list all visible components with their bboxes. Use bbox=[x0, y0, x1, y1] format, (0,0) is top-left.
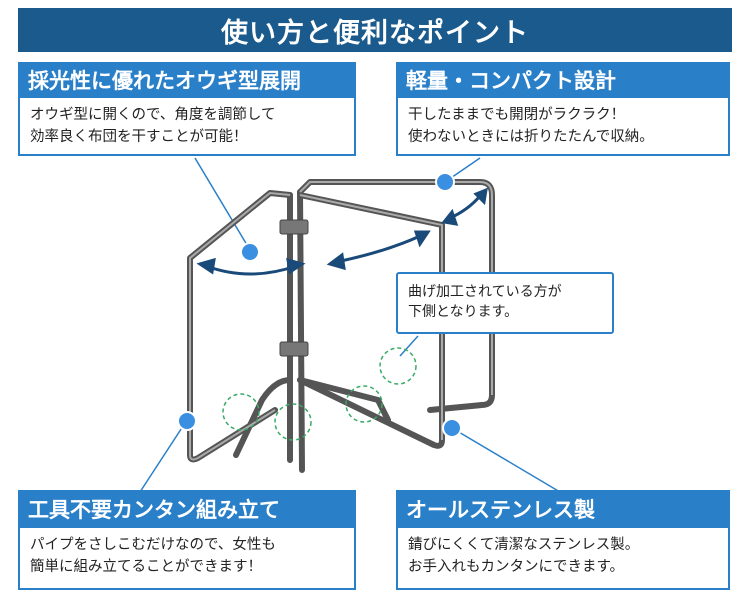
feature-heading: 軽量・コンパクト設計 bbox=[398, 64, 728, 98]
point-dot-tl bbox=[240, 242, 260, 262]
feature-text-line: お手入れもカンタンにできます。 bbox=[408, 559, 625, 575]
swing-arrow-right bbox=[449, 195, 482, 220]
joint-lower bbox=[279, 341, 309, 357]
feature-box-fan-opening: 採光性に優れたオウギ型展開 オウギ型に開くので、角度を調節して 効率良く布団を干… bbox=[18, 62, 356, 156]
feature-heading: オールステンレス製 bbox=[398, 492, 728, 528]
feature-text-line: 効率良く布団を干すことが可能！ bbox=[30, 129, 248, 145]
feature-box-stainless: オールステンレス製 錆びにくくて清潔なステンレス製。 お手入れもカンタンにできま… bbox=[396, 490, 730, 590]
bend-note-callout: 曲げ加工されている方が 下側となります。 bbox=[396, 272, 614, 334]
feature-heading: 工具不要カンタン組み立て bbox=[20, 492, 354, 528]
feature-text-line: 簡単に組み立てることができます！ bbox=[30, 559, 262, 575]
bend-marker-4 bbox=[379, 347, 417, 385]
feature-box-toolless-assembly: 工具不要カンタン組み立て パイプをさしこむだけなので、女性も 簡単に組み立てるこ… bbox=[18, 490, 356, 590]
feature-text-line: 使わないときには折りたたんで収納。 bbox=[408, 129, 654, 145]
swing-arrow-middle bbox=[335, 234, 421, 264]
leader-line-bl bbox=[139, 419, 188, 493]
swing-arrow-left bbox=[205, 264, 297, 276]
joint-upper bbox=[279, 219, 309, 235]
feature-text-line: 干したままでも開閉がラクラク！ bbox=[408, 107, 626, 123]
leader-line-tl bbox=[194, 157, 251, 251]
point-dot-tr bbox=[435, 172, 455, 192]
feature-heading: 採光性に優れたオウギ型展開 bbox=[20, 64, 354, 98]
bend-marker-3 bbox=[345, 385, 383, 423]
callout-text-line: 曲げ加工されている方が bbox=[408, 284, 562, 300]
point-dot-bl bbox=[177, 411, 197, 431]
feature-text-line: パイプをさしこむだけなので、女性も bbox=[30, 537, 276, 553]
leader-line-callout bbox=[399, 335, 419, 357]
callout-text-line: 下側となります。 bbox=[408, 304, 519, 320]
feature-text-line: オウギ型に開くので、角度を調節して bbox=[30, 107, 276, 123]
point-dot-br bbox=[442, 418, 462, 438]
bend-marker-2 bbox=[274, 403, 312, 441]
bend-marker-1 bbox=[222, 393, 260, 431]
feature-text-line: 錆びにくくて清潔なステンレス製。 bbox=[408, 537, 640, 553]
page-title: 使い方と便利なポイント bbox=[221, 17, 529, 49]
title-banner: 使い方と便利なポイント bbox=[18, 8, 732, 52]
leader-line-br bbox=[451, 427, 561, 493]
feature-box-compact: 軽量・コンパクト設計 干したままでも開閉がラクラク！ 使わないときには折りたたん… bbox=[396, 62, 730, 156]
